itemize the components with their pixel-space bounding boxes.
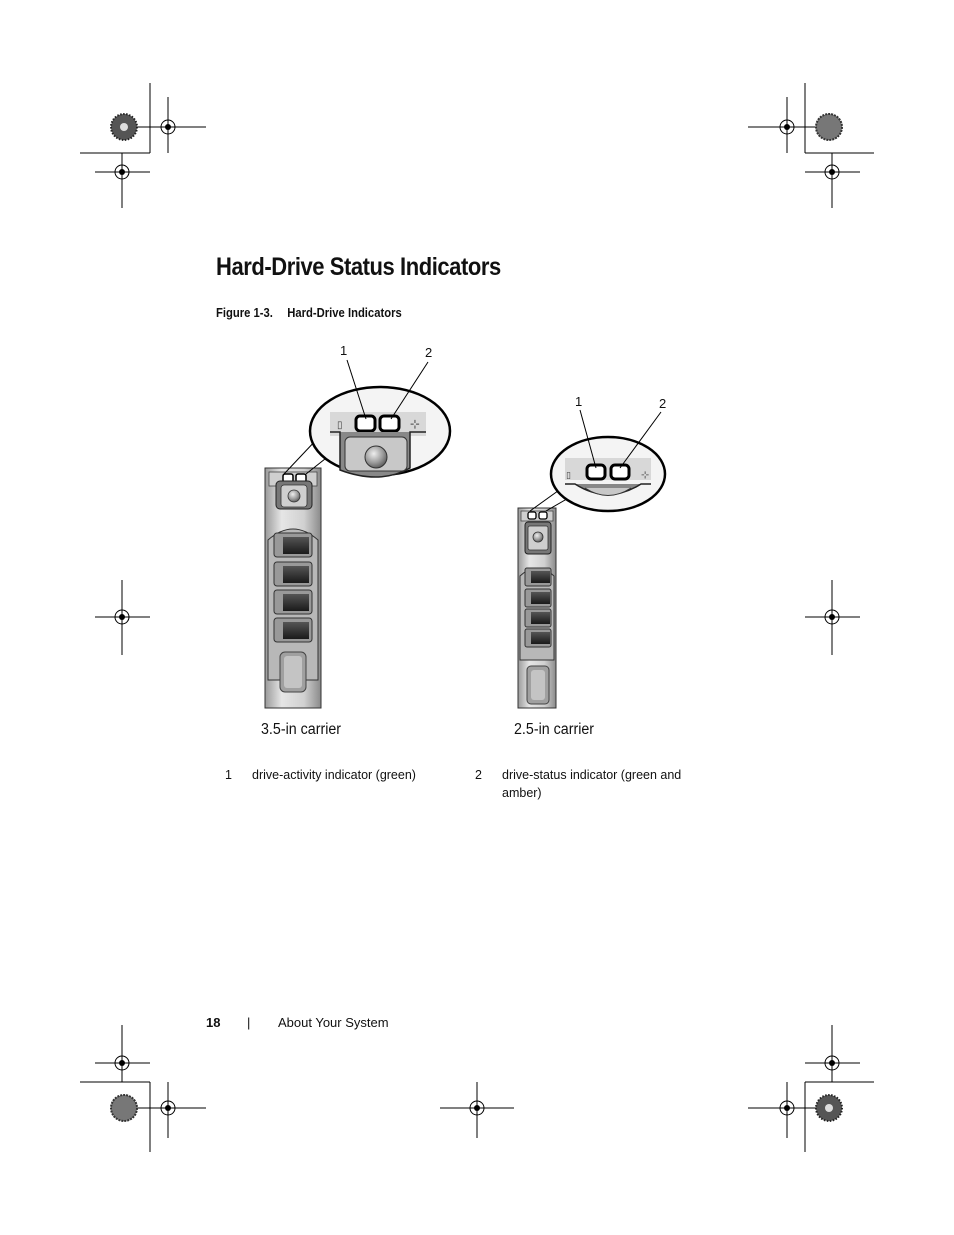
carrier-label-3-5: 3.5-in carrier <box>261 721 342 738</box>
figure-caption: Figure 1-3. Hard-Drive Indicators <box>216 306 402 320</box>
callout-number: 2 <box>425 345 433 360</box>
legend-number: 2 <box>475 768 482 782</box>
footer-section: About Your System <box>278 1015 389 1030</box>
callout-number: 2 <box>659 396 667 411</box>
svg-text:⊹: ⊹ <box>410 417 420 431</box>
svg-text:⊹: ⊹ <box>641 470 649 481</box>
page-number: 18 <box>206 1015 221 1030</box>
footer-separator: | <box>247 1015 251 1030</box>
carrier-3-5-drawing: ▯ ⊹ <box>264 359 452 709</box>
legend-text: drive-activity indicator (green) <box>252 768 416 782</box>
svg-text:▯: ▯ <box>566 471 571 481</box>
legend-number: 1 <box>225 768 232 782</box>
figure-title: Hard-Drive Indicators <box>287 306 402 320</box>
figure-number: Figure 1-3. <box>216 306 273 320</box>
svg-text:▯: ▯ <box>337 420 343 431</box>
carrier-label-2-5: 2.5-in carrier <box>514 721 595 738</box>
callout-number: 1 <box>340 343 348 358</box>
carrier-2-5-drawing: ▯ ⊹ <box>517 409 667 709</box>
page-title: Hard-Drive Status Indicators <box>216 253 501 281</box>
callout-number: 1 <box>575 394 583 409</box>
legend-text: drive-status indicator (green and amber) <box>502 768 682 800</box>
